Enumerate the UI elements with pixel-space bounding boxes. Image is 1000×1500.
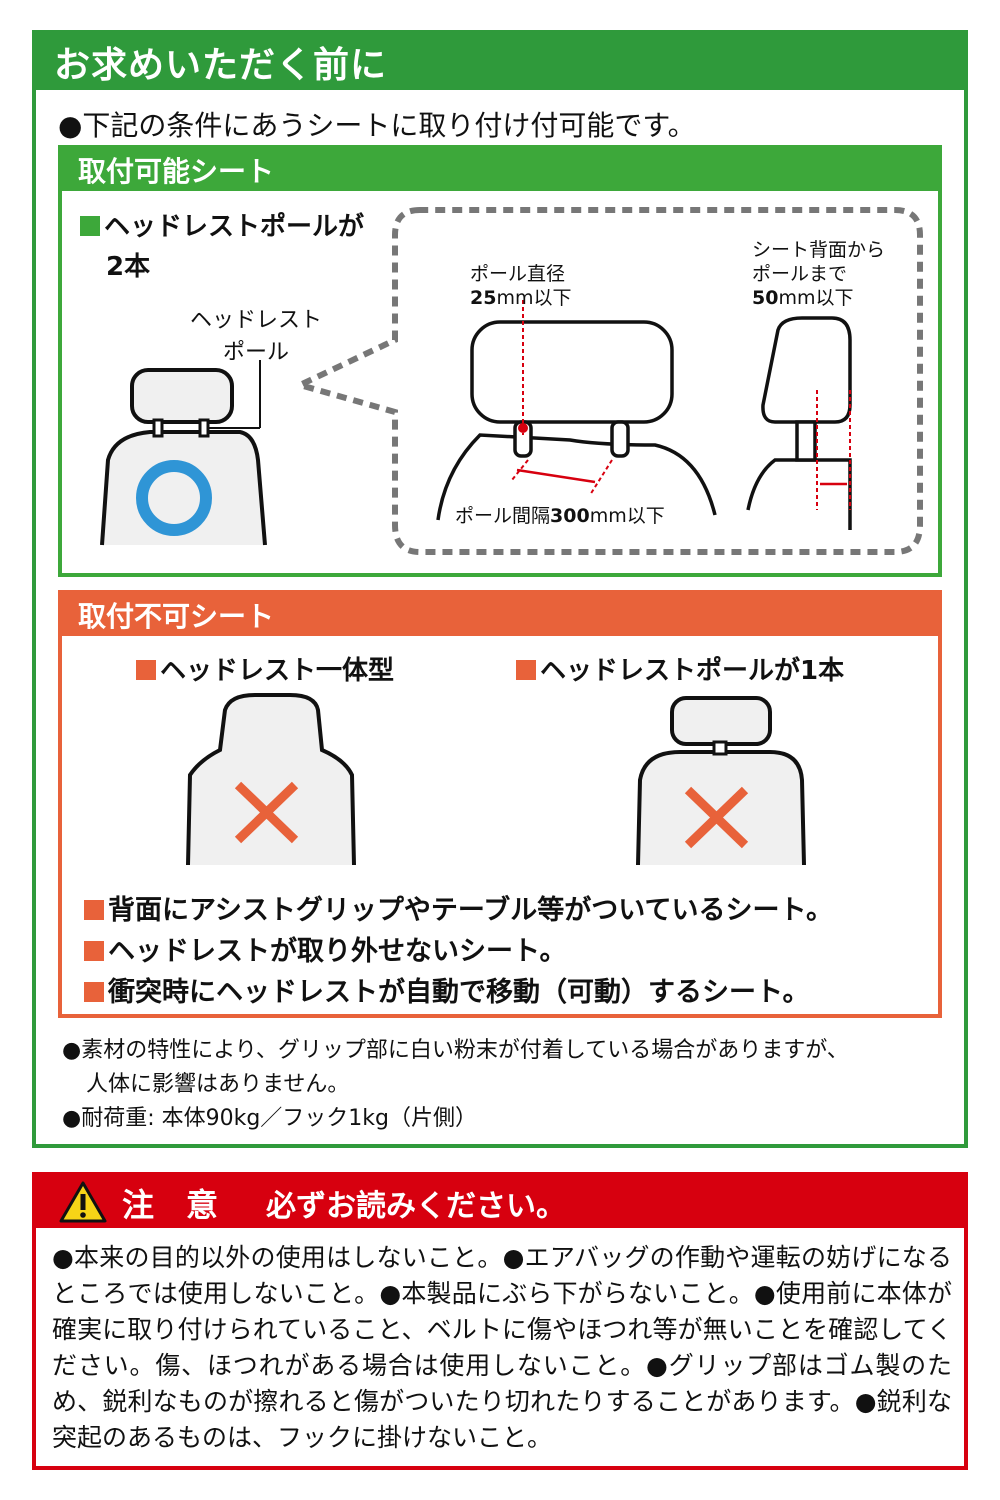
spacing-label: ポール間隔300mm以下 bbox=[455, 504, 665, 528]
pole-label-line1: ヘッドレスト bbox=[189, 308, 322, 333]
incompatible-seat-illustrations bbox=[186, 693, 806, 866]
ng-cross-icon bbox=[234, 781, 299, 844]
warning-body: ●本来の目的以外の使用はしないこと。●エアバッグの作動や運転の妨げになるところで… bbox=[52, 1243, 952, 1452]
warning-triangle-icon bbox=[59, 1181, 107, 1223]
ng-type1-label: ヘッドレスト一体型 bbox=[160, 656, 395, 686]
diameter-unit: mm以下 bbox=[496, 287, 572, 309]
warning-heading: 注 意 必ずお読みください。 bbox=[32, 1172, 968, 1228]
incompatible-seat-heading: 取付不可シート bbox=[58, 590, 942, 636]
orange-square-icon bbox=[136, 660, 156, 680]
ok-circle-icon bbox=[136, 460, 212, 536]
ng-type-single-pole: ヘッドレストポールが1本 bbox=[516, 650, 844, 687]
ng-item: ヘッドレストが取り外せないシート。 bbox=[84, 929, 566, 968]
distance-unit: mm以下 bbox=[778, 287, 854, 309]
pole-label-line2: ポール bbox=[222, 340, 289, 365]
condition-text: ヘッドレストポールが bbox=[80, 206, 364, 243]
note-line: 人体に影響はありません。 bbox=[86, 1072, 350, 1097]
green-square-icon bbox=[80, 216, 100, 236]
pole-label: ヘッドレストポール bbox=[186, 302, 326, 366]
spacing-label-text: ポール間隔 bbox=[455, 505, 551, 527]
distance-line2: ポールまで bbox=[752, 263, 848, 285]
note-line: ●耐荷重: 本体90kg／フック1kg（片側） bbox=[62, 1106, 478, 1131]
warning-title: 注 意 bbox=[122, 1186, 219, 1224]
condition-line2: 2本 bbox=[106, 252, 151, 282]
orange-square-icon bbox=[84, 900, 104, 920]
compatible-seat-heading: 取付可能シート bbox=[58, 145, 942, 191]
orange-square-icon bbox=[84, 941, 104, 961]
headrest-front-diagram bbox=[436, 300, 717, 521]
orange-square-icon bbox=[516, 660, 536, 680]
diameter-label-text: ポール直径 bbox=[470, 263, 566, 285]
warning-subtitle: 必ずお読みください。 bbox=[266, 1189, 567, 1224]
ng-type2-label: ヘッドレストポールが1本 bbox=[540, 656, 845, 686]
compatible-seat-illustration bbox=[100, 207, 923, 555]
ng-cross-icon bbox=[684, 786, 749, 849]
note-line: ●素材の特性により、グリップ部に白い粉末が付着している場合がありますが、 bbox=[62, 1038, 849, 1063]
orange-square-icon bbox=[84, 982, 104, 1002]
seat-icon bbox=[100, 360, 267, 546]
condition-line1: ヘッドレストポールが bbox=[104, 212, 365, 242]
spacing-unit: mm以下 bbox=[589, 505, 665, 527]
ng-item: 衝突時にヘッドレストが自動で移動（可動）するシート。 bbox=[84, 970, 809, 1009]
ng-type-integrated: ヘッドレスト一体型 bbox=[136, 650, 394, 687]
distance-value: 50 bbox=[752, 287, 779, 309]
headrest-side-diagram bbox=[746, 316, 852, 530]
ng-item-text: 衝突時にヘッドレストが自動で移動（可動）するシート。 bbox=[108, 977, 810, 1008]
page-title: お求めいただく前に bbox=[32, 30, 968, 90]
distance-line1: シート背面から bbox=[752, 239, 886, 261]
spacing-value: 300 bbox=[550, 505, 590, 527]
intro-text: ●下記の条件にあうシートに取り付け付可能です。 bbox=[58, 109, 696, 142]
ng-item-text: 背面にアシストグリップやテーブル等がついているシート。 bbox=[108, 895, 833, 926]
integrated-seat-icon bbox=[186, 693, 356, 866]
diameter-value: 25 bbox=[470, 287, 497, 309]
ng-item: 背面にアシストグリップやテーブル等がついているシート。 bbox=[84, 888, 833, 927]
ng-item-text: ヘッドレストが取り外せないシート。 bbox=[108, 936, 567, 967]
